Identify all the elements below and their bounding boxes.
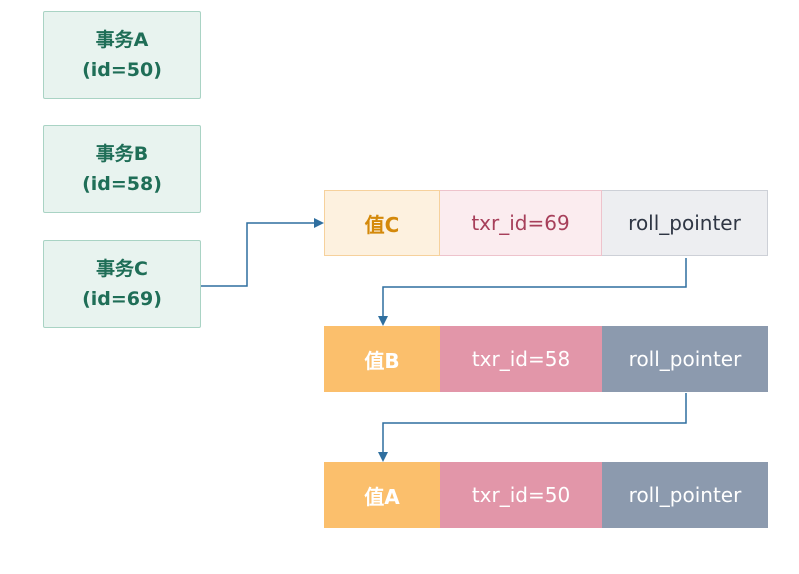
record-c-value: 值C [324,190,440,256]
record-a-txr-id: txr_id=50 [440,462,602,528]
record-b-value: 值B [324,326,440,392]
record-b-txr-id: txr_id=58 [440,326,602,392]
record-a-roll-pointer: roll_pointer [602,462,768,528]
record-c-roll-pointer: roll_pointer [602,190,768,256]
record-c-to-record-b-arrow [378,258,687,326]
transaction-b-id: (id=58) [82,173,162,195]
transaction-c-to-record-c-arrow [201,218,324,287]
transaction-c-name: 事务C [96,258,148,280]
transaction-b-box: 事务B (id=58) [43,125,201,213]
transaction-b-name: 事务B [95,143,149,165]
record-c-row: 值C txr_id=69 roll_pointer [324,190,768,256]
transaction-c-id: (id=69) [82,288,162,310]
transaction-a-id: (id=50) [82,59,162,81]
record-a-value: 值A [324,462,440,528]
transaction-a-name: 事务A [95,29,149,51]
record-b-roll-pointer: roll_pointer [602,326,768,392]
record-a-row: 值A txr_id=50 roll_pointer [324,462,768,528]
record-c-txr-id: txr_id=69 [440,190,602,256]
record-b-to-record-a-arrow [378,393,687,462]
transaction-a-box: 事务A (id=50) [43,11,201,99]
record-b-row: 值B txr_id=58 roll_pointer [324,326,768,392]
transaction-c-box: 事务C (id=69) [43,240,201,328]
